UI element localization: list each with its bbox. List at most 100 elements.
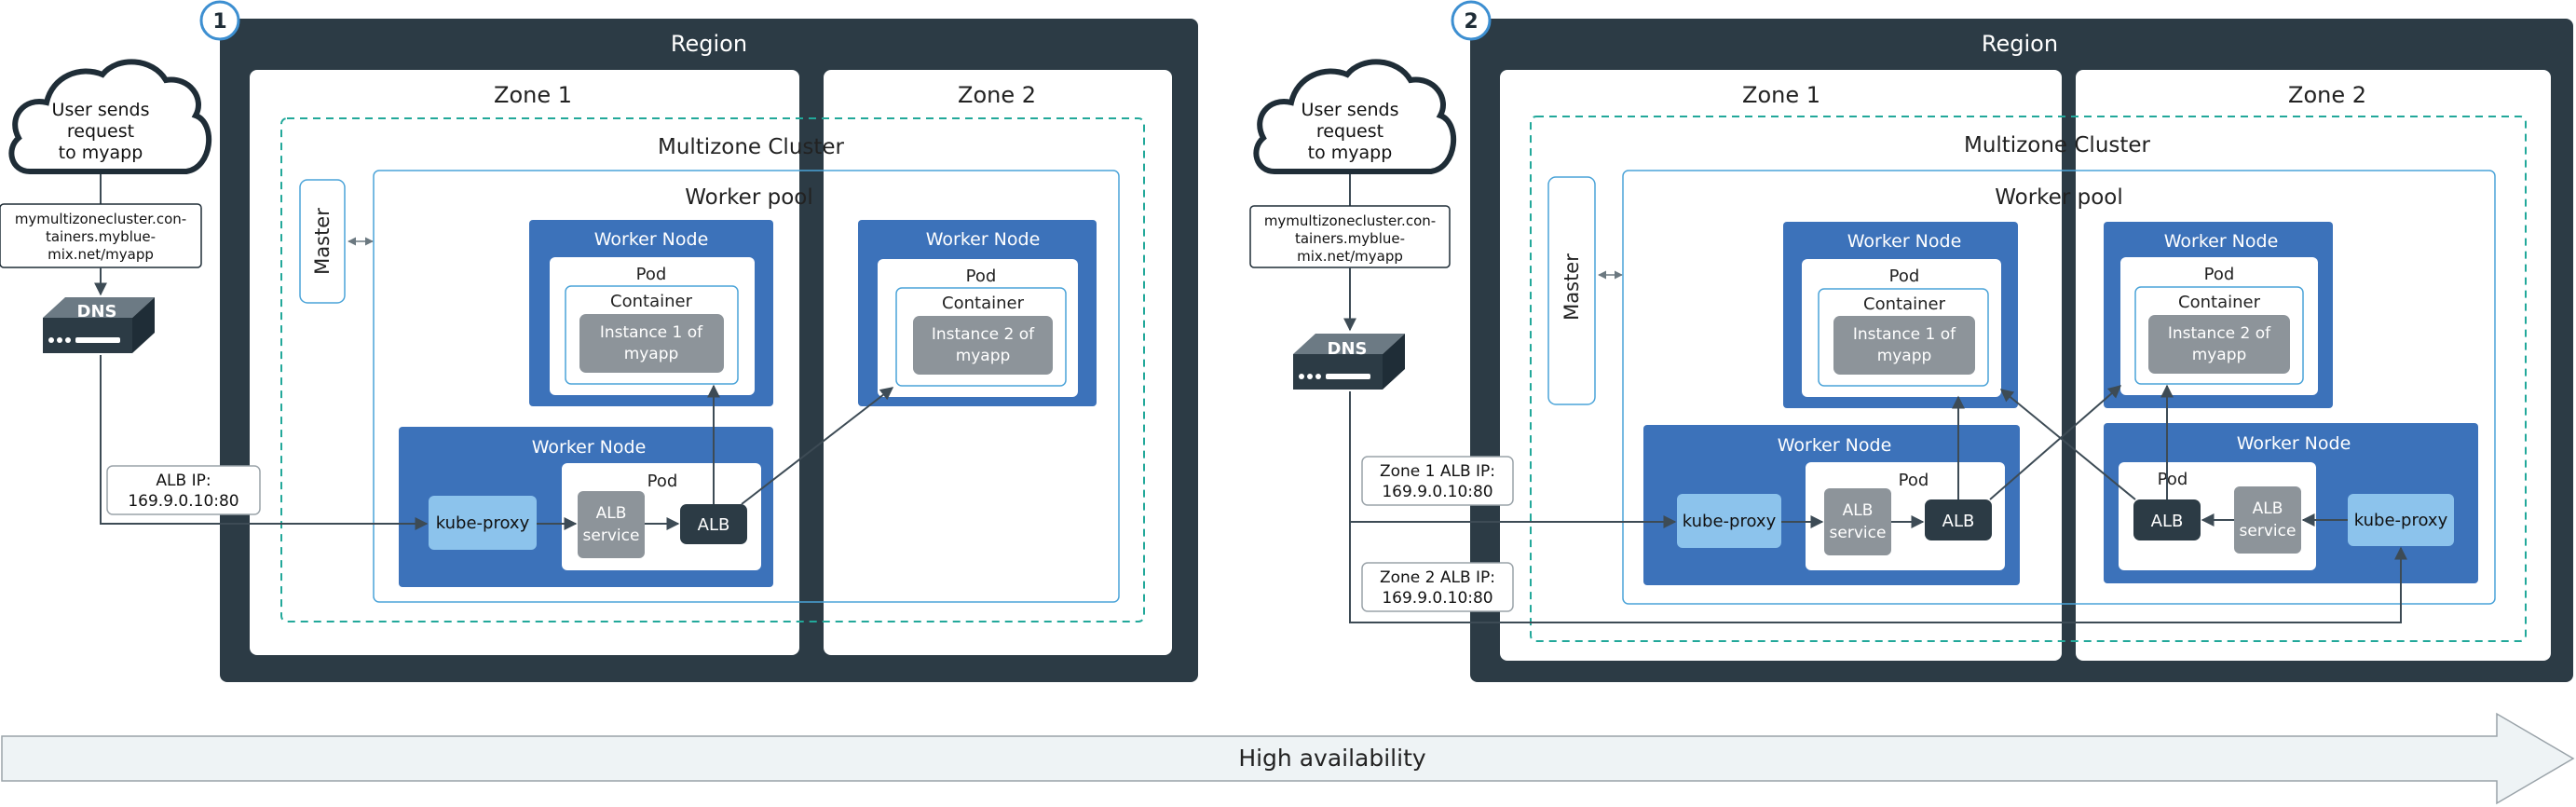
- pod-2-label: Pod: [966, 267, 997, 286]
- arrow-alb2-to-instance-1: [1999, 389, 2136, 500]
- zone-2-label: Zone 2: [2288, 82, 2366, 108]
- worker-pool-box: [373, 170, 1120, 603]
- worker-pool-label: Worker pool: [685, 185, 812, 210]
- instance-2-line-1: Instance 2 of: [932, 325, 1035, 344]
- multizone-cluster-box: [280, 117, 1145, 622]
- alb: [680, 504, 747, 544]
- cloud-shape: [1253, 59, 1457, 174]
- master-label: Master: [1561, 253, 1583, 321]
- zone-1-label: Zone 1: [1742, 82, 1820, 108]
- instance-1-line-1: Instance 1 of: [600, 323, 703, 342]
- master-box: [1547, 176, 1596, 405]
- worker-pool-label: Worker pool: [1995, 185, 2122, 210]
- region-label: Region: [1982, 31, 2058, 57]
- step-1-badge: [199, 0, 240, 41]
- alb-service-zone-2-line-2: service: [2240, 522, 2297, 540]
- panel-1: Region Zone 1 Zone 2 Multizone Cluster M…: [0, 0, 1198, 682]
- alb-service-zone-2-line-1: ALB: [2253, 499, 2283, 518]
- container-1-label: Container: [610, 292, 693, 311]
- kube-proxy-label: kube-proxy: [436, 513, 530, 533]
- alb-zone-2: [2133, 499, 2201, 540]
- hostname-line-3: mix.net/myapp: [48, 246, 154, 263]
- dns-device-icon: [43, 297, 155, 353]
- dns-to-kube-proxy-zone-2-arrow: [1349, 522, 2407, 623]
- alb-service-zone-1-line-1: ALB: [1843, 501, 1874, 520]
- dns-device-icon: [1293, 334, 1405, 390]
- instance-2: [913, 316, 1053, 375]
- zone-2-label: Zone 2: [958, 82, 1036, 108]
- high-availability-arrow: High availability: [1, 712, 2575, 805]
- alb-service-line-2: service: [583, 527, 640, 545]
- cluster-label: Multizone Cluster: [658, 135, 845, 159]
- zone-2-alb-ip-line-1: Zone 2 ALB IP:: [1380, 568, 1495, 587]
- user-line-2: request: [1316, 121, 1383, 142]
- hostname-line-3: mix.net/myapp: [1297, 248, 1403, 265]
- hostname-line-2: tainers.myblue-: [46, 228, 156, 245]
- worker-node-2-label: Worker Node: [2164, 231, 2279, 252]
- alb-zone-1: [1925, 499, 1992, 540]
- user-line-1: User sends: [1302, 100, 1399, 120]
- instance-1: [1833, 316, 1975, 375]
- arrow-alb-to-instance-2: [741, 387, 894, 505]
- step-1-label: 1: [212, 10, 226, 34]
- routing-pod-label: Pod: [647, 472, 678, 491]
- routing-zone-2-label: Worker Node: [2237, 433, 2351, 454]
- alb-label: ALB: [698, 515, 730, 535]
- alb-service-line-1: ALB: [596, 504, 627, 523]
- user-line-3: to myapp: [59, 143, 143, 163]
- instance-1-line-2: myapp: [1877, 347, 1932, 365]
- instance-2-line-1: Instance 2 of: [2168, 324, 2271, 343]
- worker-pool-box: [1622, 170, 2496, 605]
- kube-proxy-zone-1-label: kube-proxy: [1683, 512, 1777, 531]
- hostname-line-1: mymultizonecluster.con-: [1264, 212, 1436, 229]
- instance-1: [579, 314, 724, 373]
- zone-1-label: Zone 1: [494, 82, 572, 108]
- zone-2-alb-ip-box: [1361, 562, 1514, 612]
- master-box: [299, 179, 346, 304]
- routing-zone-1-label: Worker Node: [1778, 435, 1892, 456]
- worker-node-1-label: Worker Node: [1847, 231, 1962, 252]
- alb-service-zone-1: [1824, 488, 1891, 555]
- kube-proxy-zone-2: [2348, 494, 2454, 546]
- user-line-3: to myapp: [1308, 143, 1393, 163]
- instance-1-line-2: myapp: [624, 345, 679, 363]
- kube-proxy-zone-2-label: kube-proxy: [2354, 511, 2448, 530]
- instance-2-line-2: myapp: [2192, 346, 2247, 364]
- alb-service-zone-2: [2234, 486, 2301, 554]
- pod-1-label: Pod: [1889, 267, 1920, 286]
- container-2-label: Container: [942, 294, 1025, 313]
- zone-1-alb-ip-line-2: 169.9.0.10:80: [1382, 483, 1492, 501]
- routing-zone-1-pod-label: Pod: [1899, 471, 1929, 490]
- dns-label: DNS: [77, 302, 117, 321]
- user-line-2: request: [67, 121, 134, 142]
- availability-label: High availability: [1238, 745, 1426, 772]
- container-1-label: Container: [1863, 294, 1946, 314]
- instance-1-line-1: Instance 1 of: [1853, 325, 1956, 344]
- worker-node-2-label: Worker Node: [926, 229, 1041, 250]
- master-label: Master: [311, 208, 334, 275]
- availability-arrow-shape: [1, 712, 2575, 805]
- routing-zone-2-pod-label: Pod: [2158, 470, 2188, 489]
- alb-ip-line-1: ALB IP:: [156, 472, 211, 490]
- alb-service: [578, 491, 645, 558]
- user-line-1: User sends: [52, 100, 150, 120]
- dns-label: DNS: [1328, 339, 1368, 359]
- kube-proxy-zone-1: [1677, 494, 1781, 548]
- alb-zone-1-label: ALB: [1942, 512, 1975, 531]
- region-label: Region: [671, 31, 747, 57]
- step-2-label: 2: [1464, 10, 1478, 34]
- alb-ip-line-2: 169.9.0.10:80: [128, 492, 239, 511]
- container-2-label: Container: [2178, 293, 2261, 312]
- dns-to-kube-proxy-arrow: [100, 355, 429, 530]
- hostname-line-1: mymultizonecluster.con-: [15, 211, 186, 227]
- pod-1-label: Pod: [636, 265, 667, 284]
- hostname-line-2: tainers.myblue-: [1295, 230, 1405, 247]
- kube-proxy: [429, 496, 537, 550]
- step-2-badge: [1451, 0, 1492, 41]
- pod-2-label: Pod: [2204, 265, 2235, 284]
- instance-2: [2148, 315, 2290, 374]
- alb-service-zone-1-line-2: service: [1830, 524, 1887, 542]
- zone-1-alb-ip-box: [1361, 456, 1514, 506]
- alb-zone-2-label: ALB: [2151, 512, 2184, 531]
